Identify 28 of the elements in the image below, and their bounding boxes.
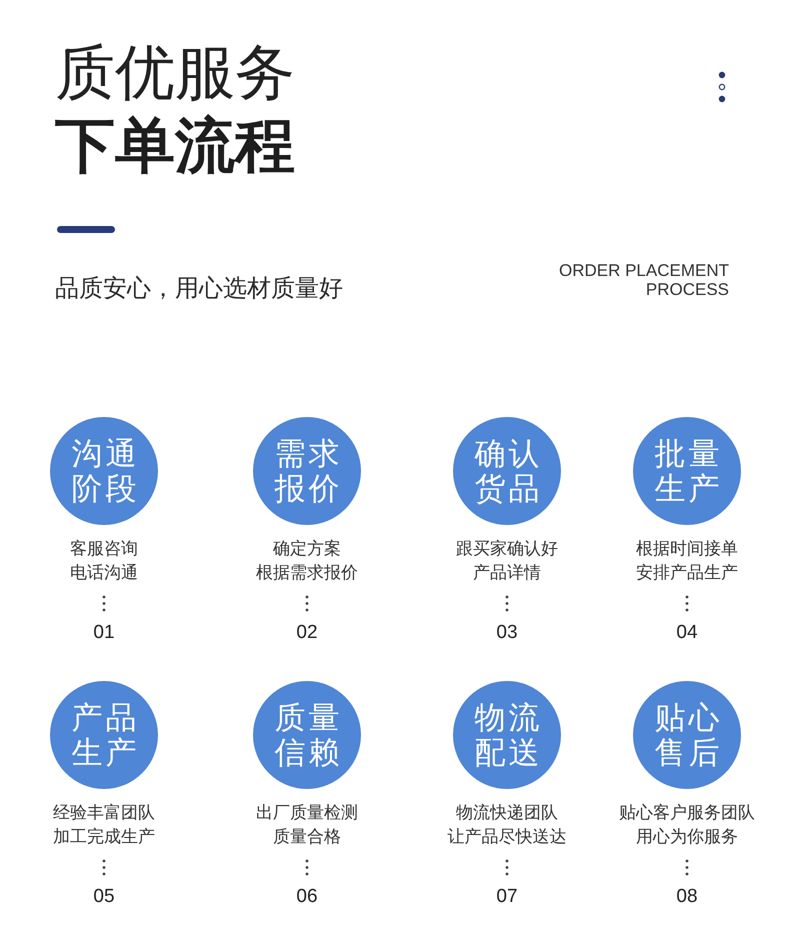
step-title: 产品生产	[70, 700, 140, 770]
step-title: 物流配送	[474, 700, 544, 770]
step-title: 质量信赖	[274, 700, 344, 770]
step-number: 08	[676, 885, 698, 909]
step-description: 根据时间接单安排产品生产	[636, 538, 738, 584]
tagline: 品质安心，用心选材质量好	[55, 275, 343, 303]
step-title: 需求报价	[274, 436, 344, 506]
step-description: 确定方案根据需求报价	[256, 538, 358, 584]
step-number: 04	[676, 621, 698, 645]
step-number: 03	[496, 621, 518, 645]
title: 质优服务	[55, 38, 295, 108]
step-description: 物流快递团队让产品尽快送达	[448, 802, 566, 848]
step-number: 07	[496, 885, 518, 909]
english-subtitle: ORDER PLACEMENT PROCESS	[558, 261, 729, 299]
step-title: 确认货品	[474, 436, 544, 506]
step-title: 贴心售后	[654, 700, 724, 770]
step-number: 06	[296, 885, 318, 909]
step-description: 经验丰富团队加工完成生产	[53, 802, 155, 848]
step-description: 出厂质量检测质量合格	[256, 802, 358, 848]
step-title: 沟通阶段	[70, 436, 140, 506]
step-number: 05	[93, 885, 115, 909]
step-number: 02	[296, 621, 318, 645]
step-number: 01	[93, 621, 115, 645]
step-description: 贴心客户服务团队用心为你服务	[619, 802, 755, 848]
heading: 下单流程	[55, 111, 295, 181]
step-title: 批量生产	[654, 436, 724, 506]
step-description: 客服咨询电话沟通	[70, 538, 138, 584]
step-description: 跟买家确认好产品详情	[456, 538, 558, 584]
